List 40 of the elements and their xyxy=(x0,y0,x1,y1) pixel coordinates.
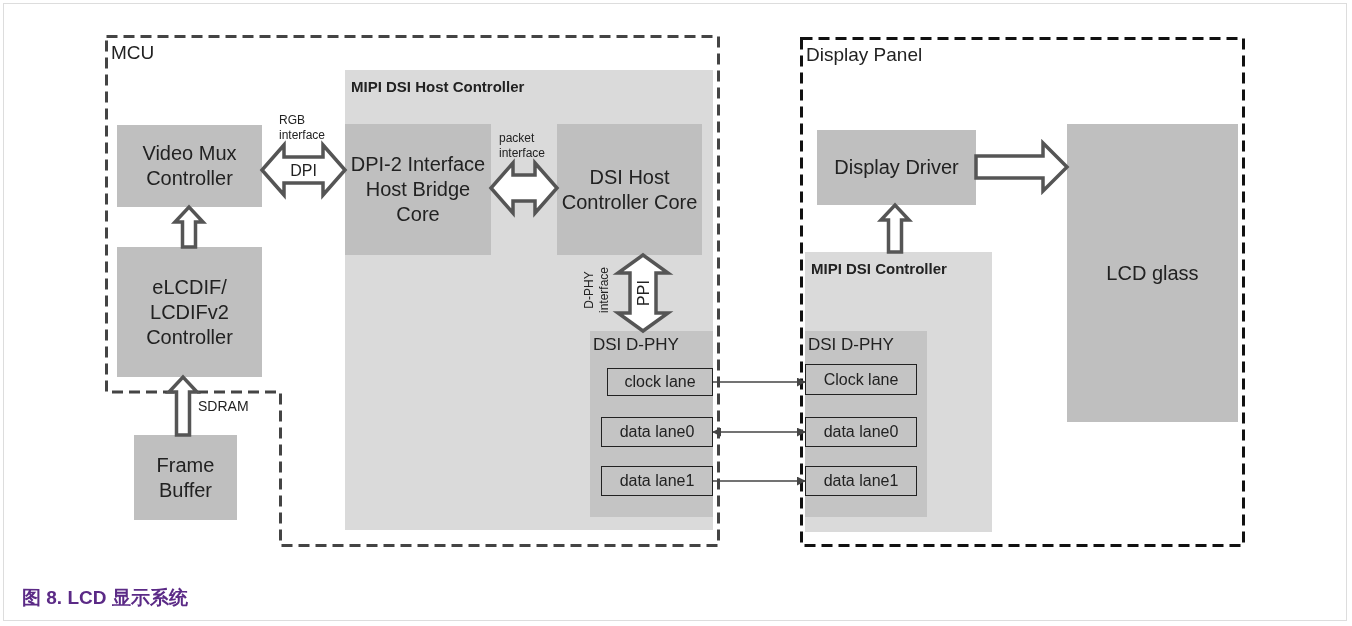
lane-box: clock lane xyxy=(607,368,713,396)
dashed-boundary xyxy=(800,37,1245,547)
block-arrow xyxy=(974,138,1070,196)
function-block: LCD glass xyxy=(1067,124,1238,422)
panel-heading: MIPI DSI Host Controller xyxy=(351,78,525,95)
block-arrow xyxy=(259,140,348,200)
region-title: Display Panel xyxy=(806,44,923,66)
function-block: eLCDIF/ LCDIFv2 Controller xyxy=(117,247,262,377)
interface-label: RGB interface xyxy=(279,113,327,143)
function-block: Video Mux Controller xyxy=(117,125,262,207)
lane-box: data lane0 xyxy=(805,417,917,447)
phy-panel xyxy=(805,331,927,517)
arrow xyxy=(712,427,806,437)
controller-panel xyxy=(345,70,713,530)
lane-box: data lane1 xyxy=(805,466,917,496)
block-arrow xyxy=(876,202,914,254)
block-arrow xyxy=(488,158,560,218)
lane-box: data lane0 xyxy=(601,417,713,447)
panel-heading: DSI D-PHY xyxy=(593,335,679,355)
function-block: Display Driver xyxy=(817,130,976,205)
controller-panel xyxy=(805,252,992,532)
arrow xyxy=(712,377,806,387)
edge-label: PPI xyxy=(634,280,652,306)
panel-heading: MIPI DSI Controller xyxy=(811,260,947,277)
lane-box: Clock lane xyxy=(805,364,917,395)
dashed-boundary xyxy=(105,35,720,547)
interface-label: D-PHY interface xyxy=(582,266,612,315)
function-block: DSI Host Controller Core xyxy=(557,124,702,255)
function-block: DPI-2 Interface Host Bridge Core xyxy=(345,124,491,255)
block-arrow xyxy=(164,374,202,437)
block-arrow xyxy=(170,204,208,249)
edge-label: DPI xyxy=(290,161,317,179)
region-title: MCU xyxy=(111,42,155,64)
interface-label: packet interface xyxy=(499,131,547,161)
panel-heading: DSI D-PHY xyxy=(808,335,894,355)
figure-caption: 图 8. LCD 显示系统 xyxy=(22,586,188,610)
arrow xyxy=(712,476,806,486)
function-block: Frame Buffer xyxy=(134,435,237,520)
phy-panel xyxy=(590,331,713,517)
lane-box: data lane1 xyxy=(601,466,713,496)
